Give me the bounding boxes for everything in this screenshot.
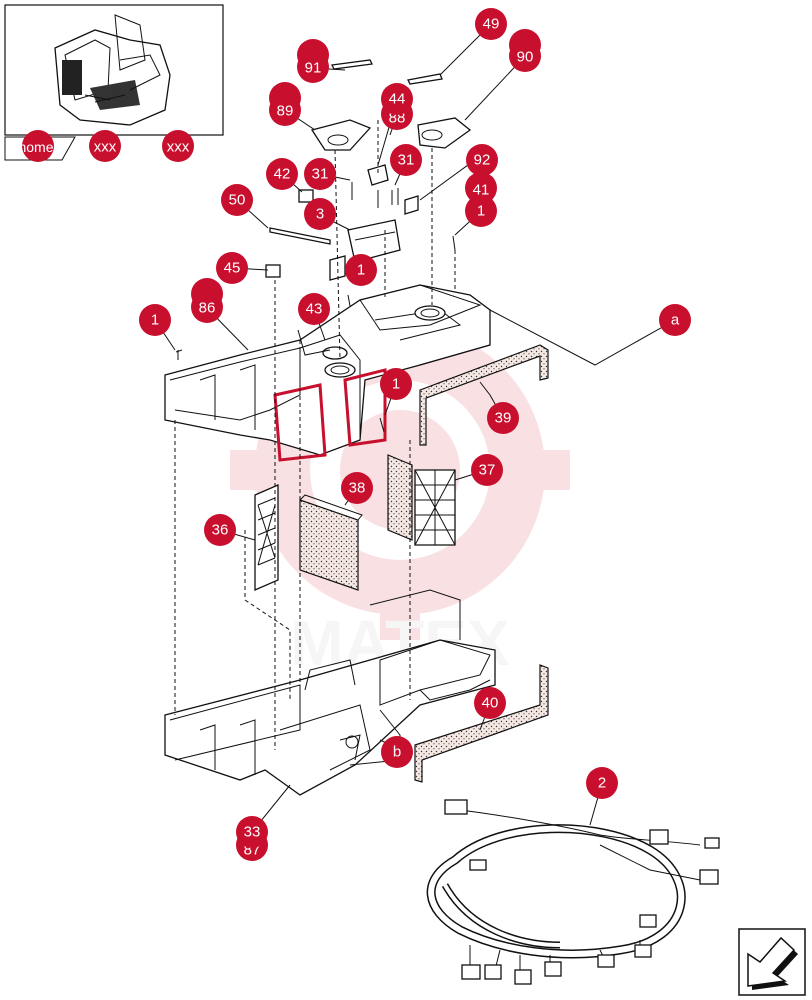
callout-45[interactable]: 45 [216,252,248,284]
callout-36-label: 36 [212,522,229,539]
callout-44[interactable]: 44 [381,83,413,115]
callout-37[interactable]: 37 [471,454,503,486]
callout-43-label: 43 [306,301,323,318]
main-housing [164,284,491,462]
callout-b[interactable]: b [381,736,413,768]
callout-91[interactable]: 91 [297,39,329,83]
callout-31-right[interactable]: 31 [390,144,422,176]
callout-33[interactable]: 33 [236,816,268,848]
callout-42-label: 42 [274,166,291,183]
callout-31-right-label: 31 [398,152,415,169]
callout-31-left-label: 31 [312,166,329,183]
callout-40[interactable]: 40 [474,687,506,719]
callout-2[interactable]: 2 [586,767,618,799]
callout-89[interactable]: 89 [269,82,301,126]
callout-1-top-label: 1 [477,203,485,220]
seal-strip-40 [414,664,549,783]
callout-a[interactable]: a [659,304,691,336]
callout-41[interactable]: 41 [465,172,497,204]
callout-90-label: 90 [517,49,534,66]
callout-1-top[interactable]: 1 [465,195,497,227]
nav-link-2-button[interactable]: xxx [162,130,194,162]
nav-link-1-button[interactable]: xxx [89,130,121,162]
callout-39[interactable]: 39 [487,402,519,434]
callout-89-label: 89 [277,103,294,120]
callout-33-label: 33 [244,824,261,841]
nav-link-2-label: xxx [167,139,190,156]
callout-41-label: 41 [473,182,490,199]
callout-1-mid-label: 1 [392,376,400,393]
grille-37 [387,454,456,546]
callout-50[interactable]: 50 [221,184,253,216]
callout-36[interactable]: 36 [204,514,236,546]
callout-44-label: 44 [389,91,406,108]
grille-36 [254,484,279,591]
arrow-icon [747,936,798,990]
callout-45-label: 45 [224,260,241,277]
callout-31-left[interactable]: 31 [304,158,336,190]
callout-39-label: 39 [495,410,512,427]
wire-harness-2 [426,799,720,985]
callout-50-label: 50 [229,192,246,209]
seal-strip-39 [419,344,549,446]
callout-86[interactable]: 86 [191,278,223,323]
callout-38[interactable]: 38 [341,472,373,504]
callout-1-mid[interactable]: 1 [380,368,412,400]
nav-link-1-label: xxx [94,139,117,156]
callout-1-center-label: 1 [357,262,365,279]
callout-90[interactable]: 90 [509,29,541,72]
callout-43[interactable]: 43 [298,293,330,325]
callout-1-left-label: 1 [151,312,159,329]
callout-92-label: 92 [474,152,491,169]
hardware [175,59,472,433]
callout-1-left[interactable]: 1 [139,304,171,336]
callout-92[interactable]: 92 [466,144,498,176]
callout-3[interactable]: 3 [304,198,336,230]
excavator-thumbnail [54,14,171,126]
lower-duct-tray [164,589,496,796]
callout-37-label: 37 [479,462,496,479]
callout-38-label: 38 [349,480,366,497]
callout-40-label: 40 [482,695,499,712]
thumbnail-inset [4,4,224,136]
callout-a-label: a [671,312,680,329]
callout-b-label: b [393,744,401,761]
callout-2-label: 2 [598,775,606,792]
home-button[interactable]: home [4,130,76,162]
callout-49-label: 49 [483,16,500,33]
callout-1-center[interactable]: 1 [345,254,377,286]
callout-42[interactable]: 42 [266,158,298,190]
callout-3-label: 3 [316,206,324,223]
callout-86-label: 86 [199,300,216,317]
home-label: home [18,139,53,155]
assembly-guide-lines [174,120,456,750]
back-arrow-button[interactable] [738,928,806,996]
callout-91-label: 91 [305,60,322,77]
callout-49[interactable]: 49 [475,8,507,40]
